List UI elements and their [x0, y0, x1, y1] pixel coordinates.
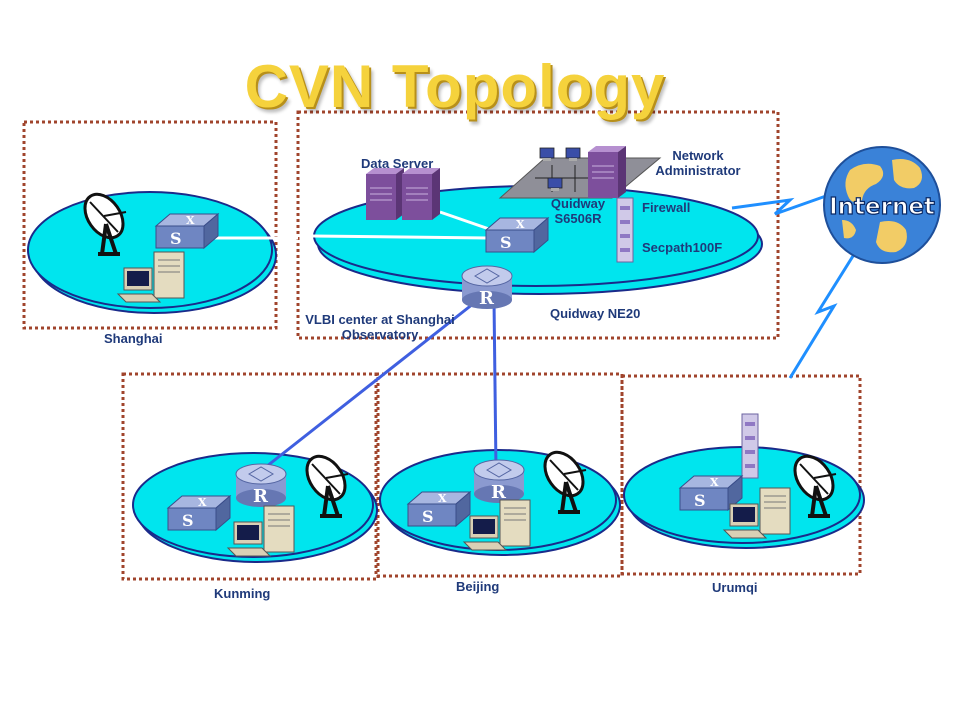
- vlbi-center-line2: Observatory: [341, 327, 419, 342]
- kunming-router-icon: R: [235, 463, 287, 508]
- center-switch-letter: S: [500, 233, 512, 252]
- urumqi-switch-icon: S: [679, 475, 743, 511]
- data-server-icon: [365, 167, 441, 221]
- shanghai-switch-icon: S: [155, 213, 219, 249]
- data-server-label: Data Server: [361, 156, 434, 171]
- network-admin-server: [587, 145, 627, 199]
- beijing-switch-icon: S: [407, 491, 471, 527]
- site-box-kunming: [121, 372, 380, 581]
- page-title: CVN Topology: [244, 53, 666, 120]
- firewall-model-label: Secpath100F: [642, 240, 723, 255]
- beijing-router-letter: R: [491, 482, 507, 503]
- shanghai-switch-letter: S: [170, 229, 182, 248]
- link-server-to-switch: [439, 210, 493, 232]
- site-box-shanghai: [22, 120, 278, 330]
- site-label-beijing: Beijing: [456, 579, 500, 594]
- center-router-letter: R: [479, 288, 495, 309]
- kunming-router-letter: R: [253, 486, 269, 507]
- site-box-beijing: [374, 372, 624, 578]
- urumqi-firewall-icon: [741, 413, 759, 479]
- vlbi-center-line1: VLBI center at Shanghai: [305, 312, 455, 327]
- router-model-label: Quidway NE20: [550, 306, 641, 321]
- wireless-link-internet-urumqi: [788, 247, 860, 379]
- network-administrator-label: Network Administrator: [636, 148, 760, 178]
- firewall-icon: [616, 197, 634, 263]
- site-box-vlbi-center: [296, 110, 780, 340]
- kunming-switch-letter: S: [182, 511, 194, 530]
- site-label-shanghai: Shanghai: [104, 331, 163, 346]
- vlbi-center-label: VLBI center at Shanghai Observatory: [276, 312, 484, 342]
- link-router-to-kunming: [261, 298, 479, 472]
- internet-globe-icon: Internet: [823, 146, 941, 264]
- network-administrator-line2: Administrator: [655, 163, 741, 178]
- site-box-urumqi: [620, 374, 862, 576]
- site-label-kunming: Kunming: [214, 586, 271, 601]
- switch-model-label: Quidway S6506R: [540, 196, 616, 226]
- switch-model-line1: Quidway: [550, 196, 606, 211]
- network-administrator-line1: Network: [672, 148, 724, 163]
- kunming-switch-icon: S: [167, 495, 231, 531]
- beijing-router-icon: R: [473, 459, 525, 504]
- beijing-switch-letter: S: [422, 507, 434, 526]
- firewall-label: Firewall: [642, 200, 691, 215]
- wireless-link-firewall-internet: [731, 194, 827, 216]
- center-router-icon: R: [461, 265, 513, 310]
- internet-label: Internet: [829, 194, 935, 220]
- link-router-to-beijing: [492, 299, 498, 471]
- center-switch-icon: S: [485, 217, 549, 253]
- site-label-urumqi: Urumqi: [712, 580, 758, 595]
- switch-model-line2: S6506R: [554, 211, 602, 226]
- link-center-lan: [311, 234, 489, 240]
- urumqi-switch-letter: S: [694, 491, 706, 510]
